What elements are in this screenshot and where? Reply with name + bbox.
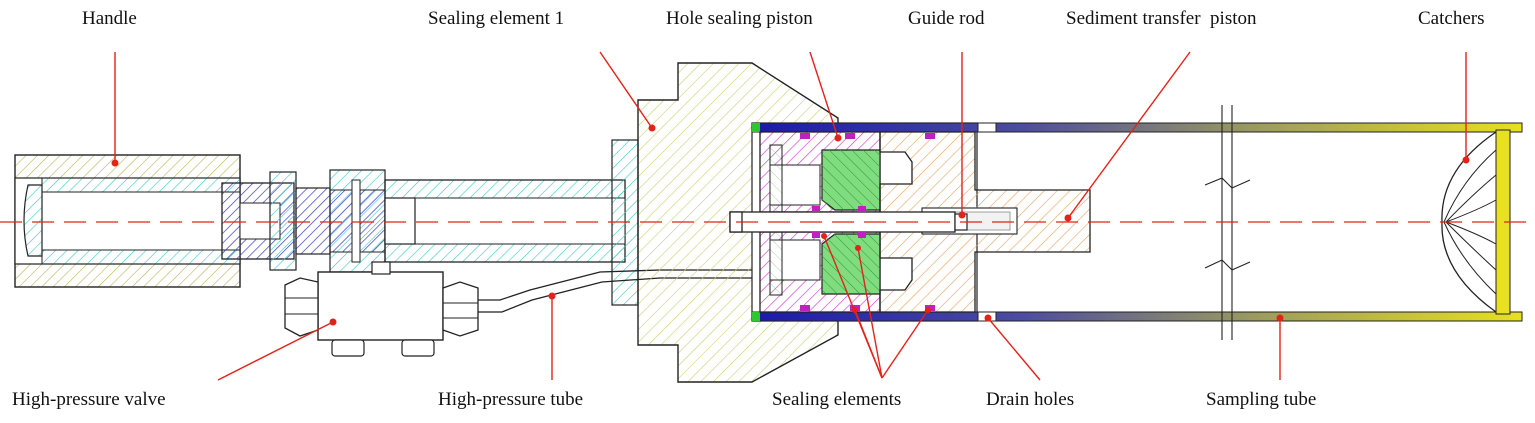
label-high-pressure-tube: High-pressure tube — [438, 389, 583, 410]
label-high-pressure-valve: High-pressure valve — [12, 389, 166, 410]
label-sampling-tube: Sampling tube — [1206, 389, 1316, 410]
label-sealing-element-1: Sealing element 1 — [428, 8, 564, 29]
high-pressure-valve-part — [284, 261, 752, 357]
leader-dots — [111, 124, 1470, 326]
leader-sediment-transfer-piston — [1067, 51, 1191, 219]
threaded-connector — [221, 169, 386, 273]
label-drain-holes: Drain holes — [986, 389, 1074, 410]
green-inner-piston — [821, 149, 881, 295]
leader-sealing-element-1 — [599, 51, 653, 129]
label-guide-rod: Guide rod — [908, 8, 985, 29]
label-sealing-elements: Sealing elements — [772, 389, 901, 410]
leader-sealing-elements-4 — [881, 309, 929, 379]
leader-lines — [114, 51, 1467, 381]
leader-hole-sealing-piston — [809, 51, 839, 139]
leader-drain-holes — [987, 317, 1041, 381]
leader-sealing-elements-3 — [854, 309, 883, 379]
leader-sealing-elements-2 — [857, 247, 883, 379]
handle-part — [14, 154, 241, 288]
leader-high-pressure-valve — [217, 321, 334, 381]
label-sediment-transfer-piston: Sediment transfer piston — [1066, 8, 1257, 29]
label-catchers: Catchers — [1418, 8, 1484, 29]
cyan-shaft — [384, 139, 639, 306]
label-handle: Handle — [82, 8, 137, 29]
label-hole-sealing-piston: Hole sealing piston — [666, 8, 813, 29]
